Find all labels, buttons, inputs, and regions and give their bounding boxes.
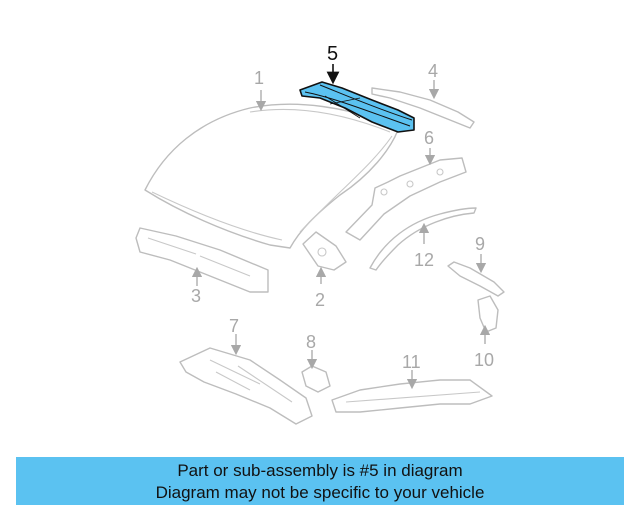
callout-2: 2 — [315, 290, 325, 310]
callout-1: 1 — [254, 68, 264, 88]
callout-6: 6 — [424, 128, 434, 148]
rear-panel-part — [179, 347, 313, 425]
callout-5: 5 — [327, 43, 338, 65]
roof-bow-highlighted[interactable] — [299, 81, 415, 133]
info-banner: Part or sub-assembly is #5 in diagram Di… — [16, 457, 624, 505]
callout-4: 4 — [428, 61, 438, 81]
side-rail-bracket-part — [345, 157, 467, 241]
parts-diagram: 1 5 4 6 12 3 2 9 — [135, 43, 505, 425]
roof-panel-part — [144, 103, 399, 249]
callout-7: 7 — [229, 316, 239, 336]
callout-11: 11 — [402, 352, 421, 372]
small-strip-part — [447, 261, 505, 297]
arc-trim-part — [369, 207, 477, 271]
callout-9: 9 — [475, 234, 485, 254]
callout-8: 8 — [306, 332, 316, 352]
banner-line-1: Part or sub-assembly is #5 in diagram — [177, 461, 463, 480]
callout-12: 12 — [414, 250, 434, 270]
callout-3: 3 — [191, 286, 201, 306]
banner-line-2: Diagram may not be specific to your vehi… — [155, 483, 485, 502]
rear-reinforcement-part — [331, 379, 493, 413]
small-bracket-part — [302, 231, 347, 271]
callout-10: 10 — [474, 350, 494, 370]
small-mount-part — [301, 365, 331, 393]
vertical-bracket-part — [477, 295, 499, 333]
header-panel-part — [135, 227, 269, 293]
roof-rail-part — [371, 87, 475, 129]
